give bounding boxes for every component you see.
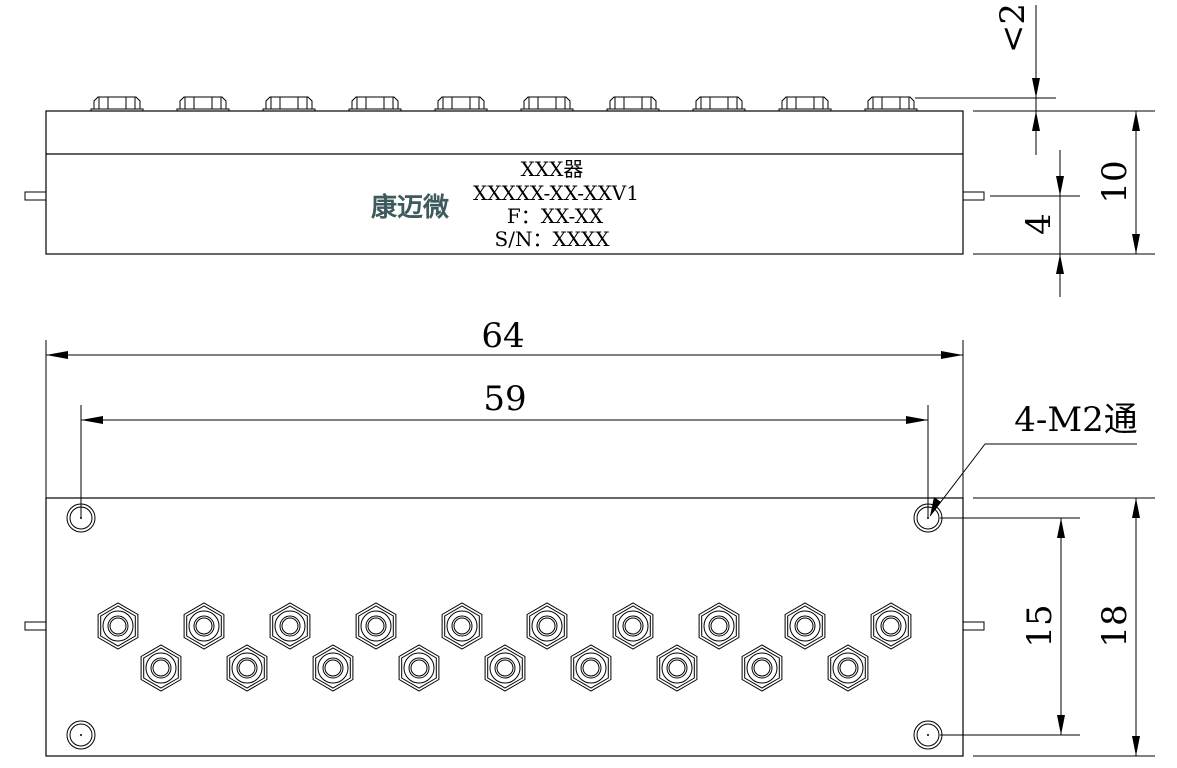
sma-connector [656, 644, 698, 692]
sma-connector [526, 602, 568, 650]
dim-overall-length: 64 [481, 316, 524, 356]
sma-connector [570, 644, 612, 692]
side-view-nut [520, 96, 574, 112]
sma-connector [312, 644, 354, 692]
top-view [24, 497, 985, 757]
nameplate-line-4: S/N：XXXX [495, 227, 611, 251]
sma-connector [183, 602, 225, 650]
side-view-nut [864, 96, 918, 112]
side-view-nut [176, 96, 230, 112]
top-view-right-pin [962, 621, 985, 631]
dim-connector-height: 4 [1019, 213, 1059, 235]
sma-connector [784, 602, 826, 650]
dim-height: 10 [1095, 160, 1135, 203]
side-view-body [45, 110, 964, 255]
sma-connector [827, 644, 869, 692]
sma-connector [140, 644, 182, 692]
side-view-nut [778, 96, 832, 112]
nameplate-line-1: XXX器 [521, 157, 584, 181]
sma-connector [398, 644, 440, 692]
side-view-nut [692, 96, 746, 112]
top-view-left-pin [24, 621, 47, 631]
nameplate-line-3: F：XX-XX [507, 204, 604, 228]
dim-overall-width: 18 [1095, 604, 1135, 647]
side-view-nuts [90, 96, 918, 112]
side-view-nut [348, 96, 402, 112]
side-view-left-pin [24, 191, 47, 201]
side-view-nut [262, 96, 316, 112]
dim-hole-spacing-length: 59 [483, 379, 526, 419]
side-view-nut [606, 96, 660, 112]
sma-connector [612, 602, 654, 650]
sma-connector [741, 644, 783, 692]
side-view: XXX器 XXXXX-XX-XXV1 F：XX-XX S/N：XXXX 康迈微 [24, 96, 985, 255]
top-view-connectors [97, 602, 912, 692]
nameplate-line-2: XXXXX-XX-XXV1 [473, 181, 639, 205]
sma-connector [355, 602, 397, 650]
side-view-dimensions: <2 10 4 [915, 3, 1155, 297]
mounting-hole [66, 720, 96, 750]
dim-hole-spacing-width: 15 [1020, 604, 1060, 647]
top-view-dimensions: 64 59 4-M2通 15 18 [45, 316, 1155, 757]
mounting-hole-callout: 4-M2通 [1014, 400, 1138, 440]
mounting-hole [913, 720, 943, 750]
sma-connector [441, 602, 483, 650]
sma-connector [870, 602, 912, 650]
top-view-body [45, 497, 964, 757]
sma-connector [698, 602, 740, 650]
dim-connector-protrusion: <2 [993, 3, 1033, 53]
side-view-nut [90, 96, 144, 112]
side-view-nut [434, 96, 488, 112]
brand-logo: 康迈微 [371, 192, 449, 223]
side-view-right-pin [962, 191, 985, 201]
sma-connector [484, 644, 526, 692]
sma-connector [226, 644, 268, 692]
sma-connector [97, 602, 139, 650]
sma-connector [269, 602, 311, 650]
